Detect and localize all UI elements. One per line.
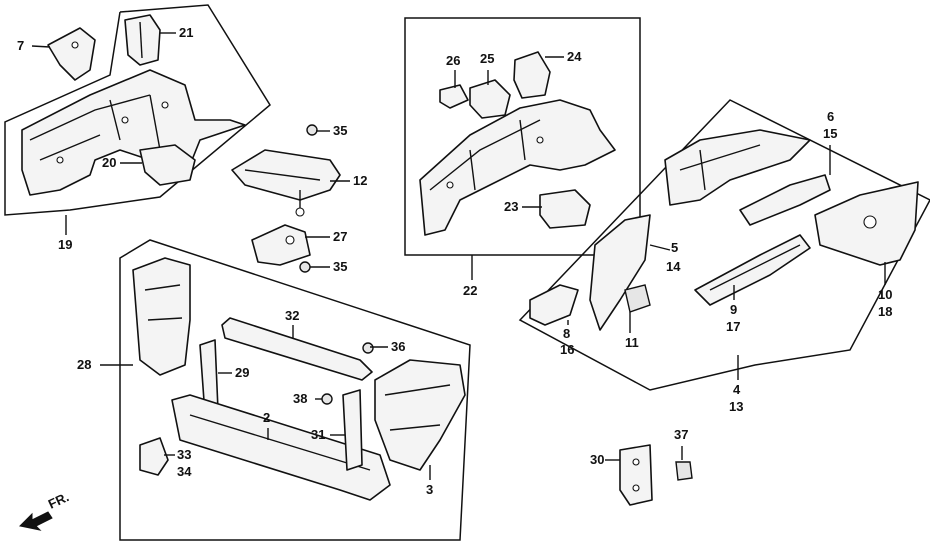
callout-20: 20 (102, 155, 117, 170)
callout-19: 19 (58, 237, 73, 252)
callout-7: 7 (17, 38, 25, 53)
part-5-14-panel (589, 214, 651, 331)
part-8-16-bracket (529, 284, 579, 326)
leader-lines (31, 32, 886, 480)
callout-8: 8 (563, 326, 571, 341)
part-28-upper-left (132, 257, 191, 376)
callout-26: 26 (446, 53, 461, 68)
callout-2: 2 (263, 410, 271, 425)
callout-36: 36 (391, 339, 406, 354)
part-upper-frame (664, 129, 811, 206)
callout-35-top: 35 (333, 123, 348, 138)
callout-25: 25 (480, 51, 495, 66)
part-22-side-frame (419, 99, 616, 236)
callout-10: 10 (878, 287, 893, 302)
part-25-bracket (469, 79, 511, 119)
callout-9: 9 (730, 302, 738, 317)
callout-27: 27 (333, 229, 348, 244)
front-arrow-icon (18, 511, 53, 531)
callout-30: 30 (590, 452, 605, 467)
part-31-stay (342, 389, 363, 471)
part-20-bracket (139, 144, 196, 186)
callout-18: 18 (878, 304, 893, 319)
callout-28: 28 (77, 357, 92, 372)
callout-31: 31 (311, 427, 326, 442)
part-2-lower-crossmember (171, 394, 391, 501)
callout-16: 16 (560, 342, 575, 357)
callout-38: 38 (293, 391, 308, 406)
part-36-clip (362, 342, 374, 354)
callout-6: 6 (827, 109, 835, 124)
callout-34: 34 (177, 464, 192, 479)
callout-21: 21 (179, 25, 194, 40)
callout-17: 17 (726, 319, 741, 334)
part-3-upper-right (374, 359, 466, 471)
group-outline-4-13 (518, 99, 930, 391)
part-21-bracket (124, 14, 161, 66)
part-10-18-panel (814, 181, 919, 266)
callout-35-bottom: 35 (333, 259, 348, 274)
callout-32: 32 (285, 308, 300, 323)
part-38-bolt (321, 393, 333, 405)
callout-4: 4 (733, 382, 741, 397)
part-35-bolt-bottom (299, 261, 311, 273)
part-23-bracket (539, 189, 591, 229)
callout-24: 24 (567, 49, 582, 64)
callout-15: 15 (823, 126, 838, 141)
part-7-bracket (47, 27, 96, 81)
callout-22: 22 (463, 283, 478, 298)
part-26-bracket (439, 84, 469, 109)
part-35-bolt-top (306, 124, 318, 136)
callout-11: 11 (625, 335, 639, 350)
callout-37: 37 (674, 427, 689, 442)
part-30-plate (619, 444, 653, 506)
part-32-upper-crossmember (221, 317, 373, 381)
part-9-17-member (694, 234, 811, 306)
callout-23: 23 (504, 199, 519, 214)
part-24-bracket (513, 51, 551, 99)
callout-5: 5 (671, 240, 679, 255)
callout-14: 14 (666, 259, 681, 274)
part-12-tray (231, 149, 341, 217)
callout-3: 3 (426, 482, 434, 497)
part-37-fastener (675, 461, 693, 481)
callout-29: 29 (235, 365, 250, 380)
part-27-mount (251, 224, 311, 266)
group-outline-19 (4, 4, 271, 216)
callout-33: 33 (177, 447, 192, 462)
part-6-15-rail (739, 174, 831, 226)
part-33-34-latch (139, 437, 169, 476)
callout-12: 12 (353, 173, 368, 188)
group-outline-front-bulkhead (119, 239, 471, 541)
part-19-front-side-frame (21, 69, 246, 196)
part-11-clip (624, 284, 651, 313)
callout-13: 13 (729, 399, 744, 414)
